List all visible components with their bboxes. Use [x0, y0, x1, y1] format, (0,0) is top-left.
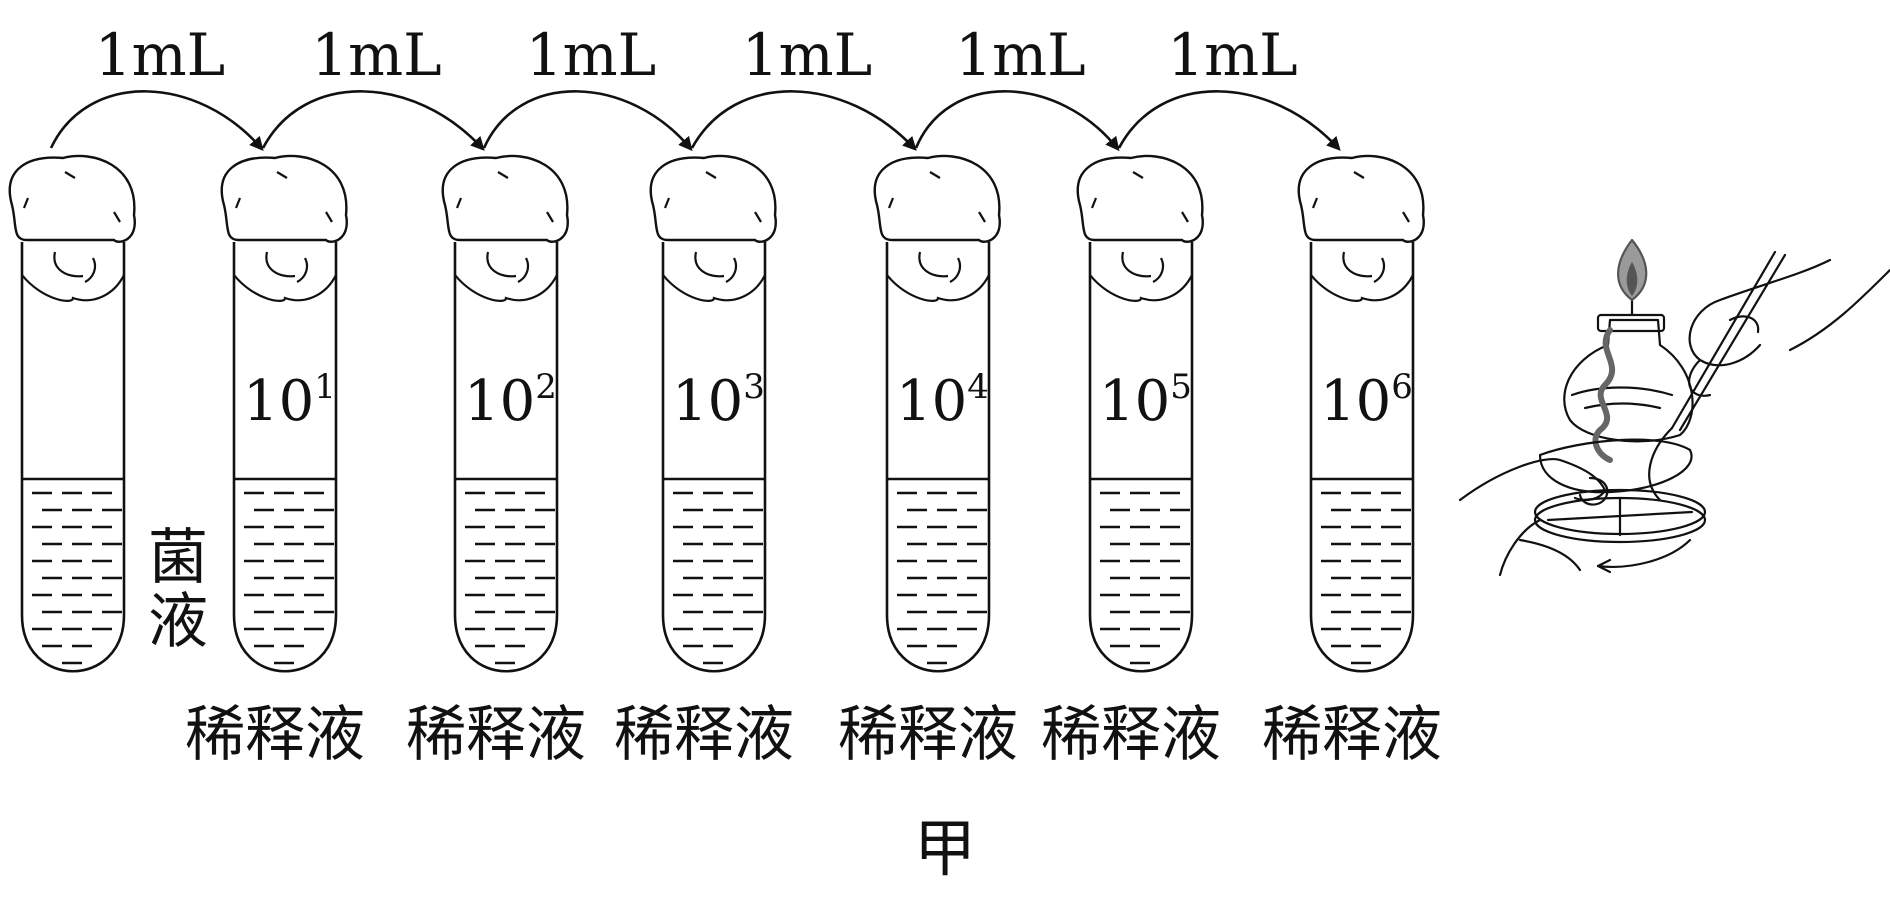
dilution-exponent: 2	[535, 367, 557, 407]
transfer-arc	[690, 90, 917, 151]
tube-caption: 稀释液	[406, 700, 586, 770]
cotton-plug	[1297, 154, 1425, 243]
cotton-plug	[873, 154, 1001, 243]
dilution-label: 101	[243, 367, 336, 434]
transfer-arrow: 1mL	[261, 21, 485, 151]
transfer-arrow: 1mL	[914, 21, 1120, 152]
cotton-plug	[1076, 154, 1204, 243]
tube-body	[453, 242, 559, 673]
cotton-plug	[649, 154, 777, 243]
dilution-base: 10	[896, 369, 967, 434]
tube-caption: 稀释液	[838, 700, 1018, 770]
dilution-label: 105	[1099, 367, 1192, 434]
dilution-exponent: 5	[1170, 367, 1192, 407]
transfer-arrow: 1mL	[1117, 21, 1341, 151]
dilution-base: 10	[1320, 369, 1391, 434]
dilution-label: 104	[896, 367, 989, 434]
transfer-label: 1mL	[311, 21, 441, 89]
test-tube: 104 稀释液	[838, 154, 1018, 770]
transfer-label: 1mL	[1167, 21, 1297, 89]
transfer-arc	[1117, 90, 1341, 151]
dilution-label: 102	[464, 367, 557, 434]
transfer-label: 1mL	[95, 21, 225, 89]
tube-body	[20, 242, 126, 673]
dilution-base: 10	[1099, 369, 1170, 434]
transfer-arrow: 1mL	[482, 21, 693, 152]
cotton-plug	[8, 154, 136, 243]
test-tube: 102 稀释液	[406, 154, 586, 770]
tube-body	[1088, 242, 1194, 673]
transfer-arc	[49, 90, 264, 152]
tube-caption: 稀释液	[1041, 700, 1221, 770]
transfer-arc	[914, 90, 1120, 152]
tube-body	[1309, 242, 1415, 673]
dilution-exponent: 3	[743, 367, 765, 407]
tube-caption: 稀释液	[185, 700, 365, 770]
transfer-label: 1mL	[955, 21, 1085, 89]
test-tube: 105 稀释液	[1041, 154, 1221, 770]
test-tube: 103 稀释液	[614, 154, 794, 770]
side-label-2: 液	[148, 587, 208, 657]
tube-body	[885, 242, 991, 673]
dilution-exponent: 6	[1391, 367, 1413, 407]
bacteria-liquid-label: 菌 液	[148, 523, 208, 657]
transfer-arrows: 1mL 1mL 1mL 1mL 1mL 1mL	[49, 21, 1341, 152]
side-label-1: 菌	[148, 523, 208, 593]
test-tube: 101 稀释液	[185, 154, 365, 770]
spread-plate-illustration	[1458, 238, 1890, 577]
tube-caption: 稀释液	[614, 700, 794, 770]
dilution-exponent: 1	[314, 367, 336, 407]
dilution-label: 106	[1320, 367, 1413, 434]
tube-body	[661, 242, 767, 673]
transfer-arrow: 1mL	[49, 21, 264, 152]
figure-label: 甲	[914, 812, 976, 885]
transfer-arc	[482, 90, 693, 152]
test-tube	[8, 154, 136, 673]
cotton-plug	[220, 154, 348, 243]
transfer-label: 1mL	[526, 21, 656, 89]
cotton-plug	[441, 154, 569, 243]
transfer-arrow: 1mL	[690, 21, 917, 151]
dilution-base: 10	[243, 369, 314, 434]
dilution-label: 103	[672, 367, 765, 434]
transfer-label: 1mL	[742, 21, 872, 89]
test-tube: 106 稀释液	[1262, 154, 1442, 770]
transfer-arc	[261, 90, 485, 151]
tube-body	[232, 242, 338, 673]
tube-caption: 稀释液	[1262, 700, 1442, 770]
dilution-exponent: 4	[967, 367, 989, 407]
dilution-base: 10	[464, 369, 535, 434]
dilution-base: 10	[672, 369, 743, 434]
